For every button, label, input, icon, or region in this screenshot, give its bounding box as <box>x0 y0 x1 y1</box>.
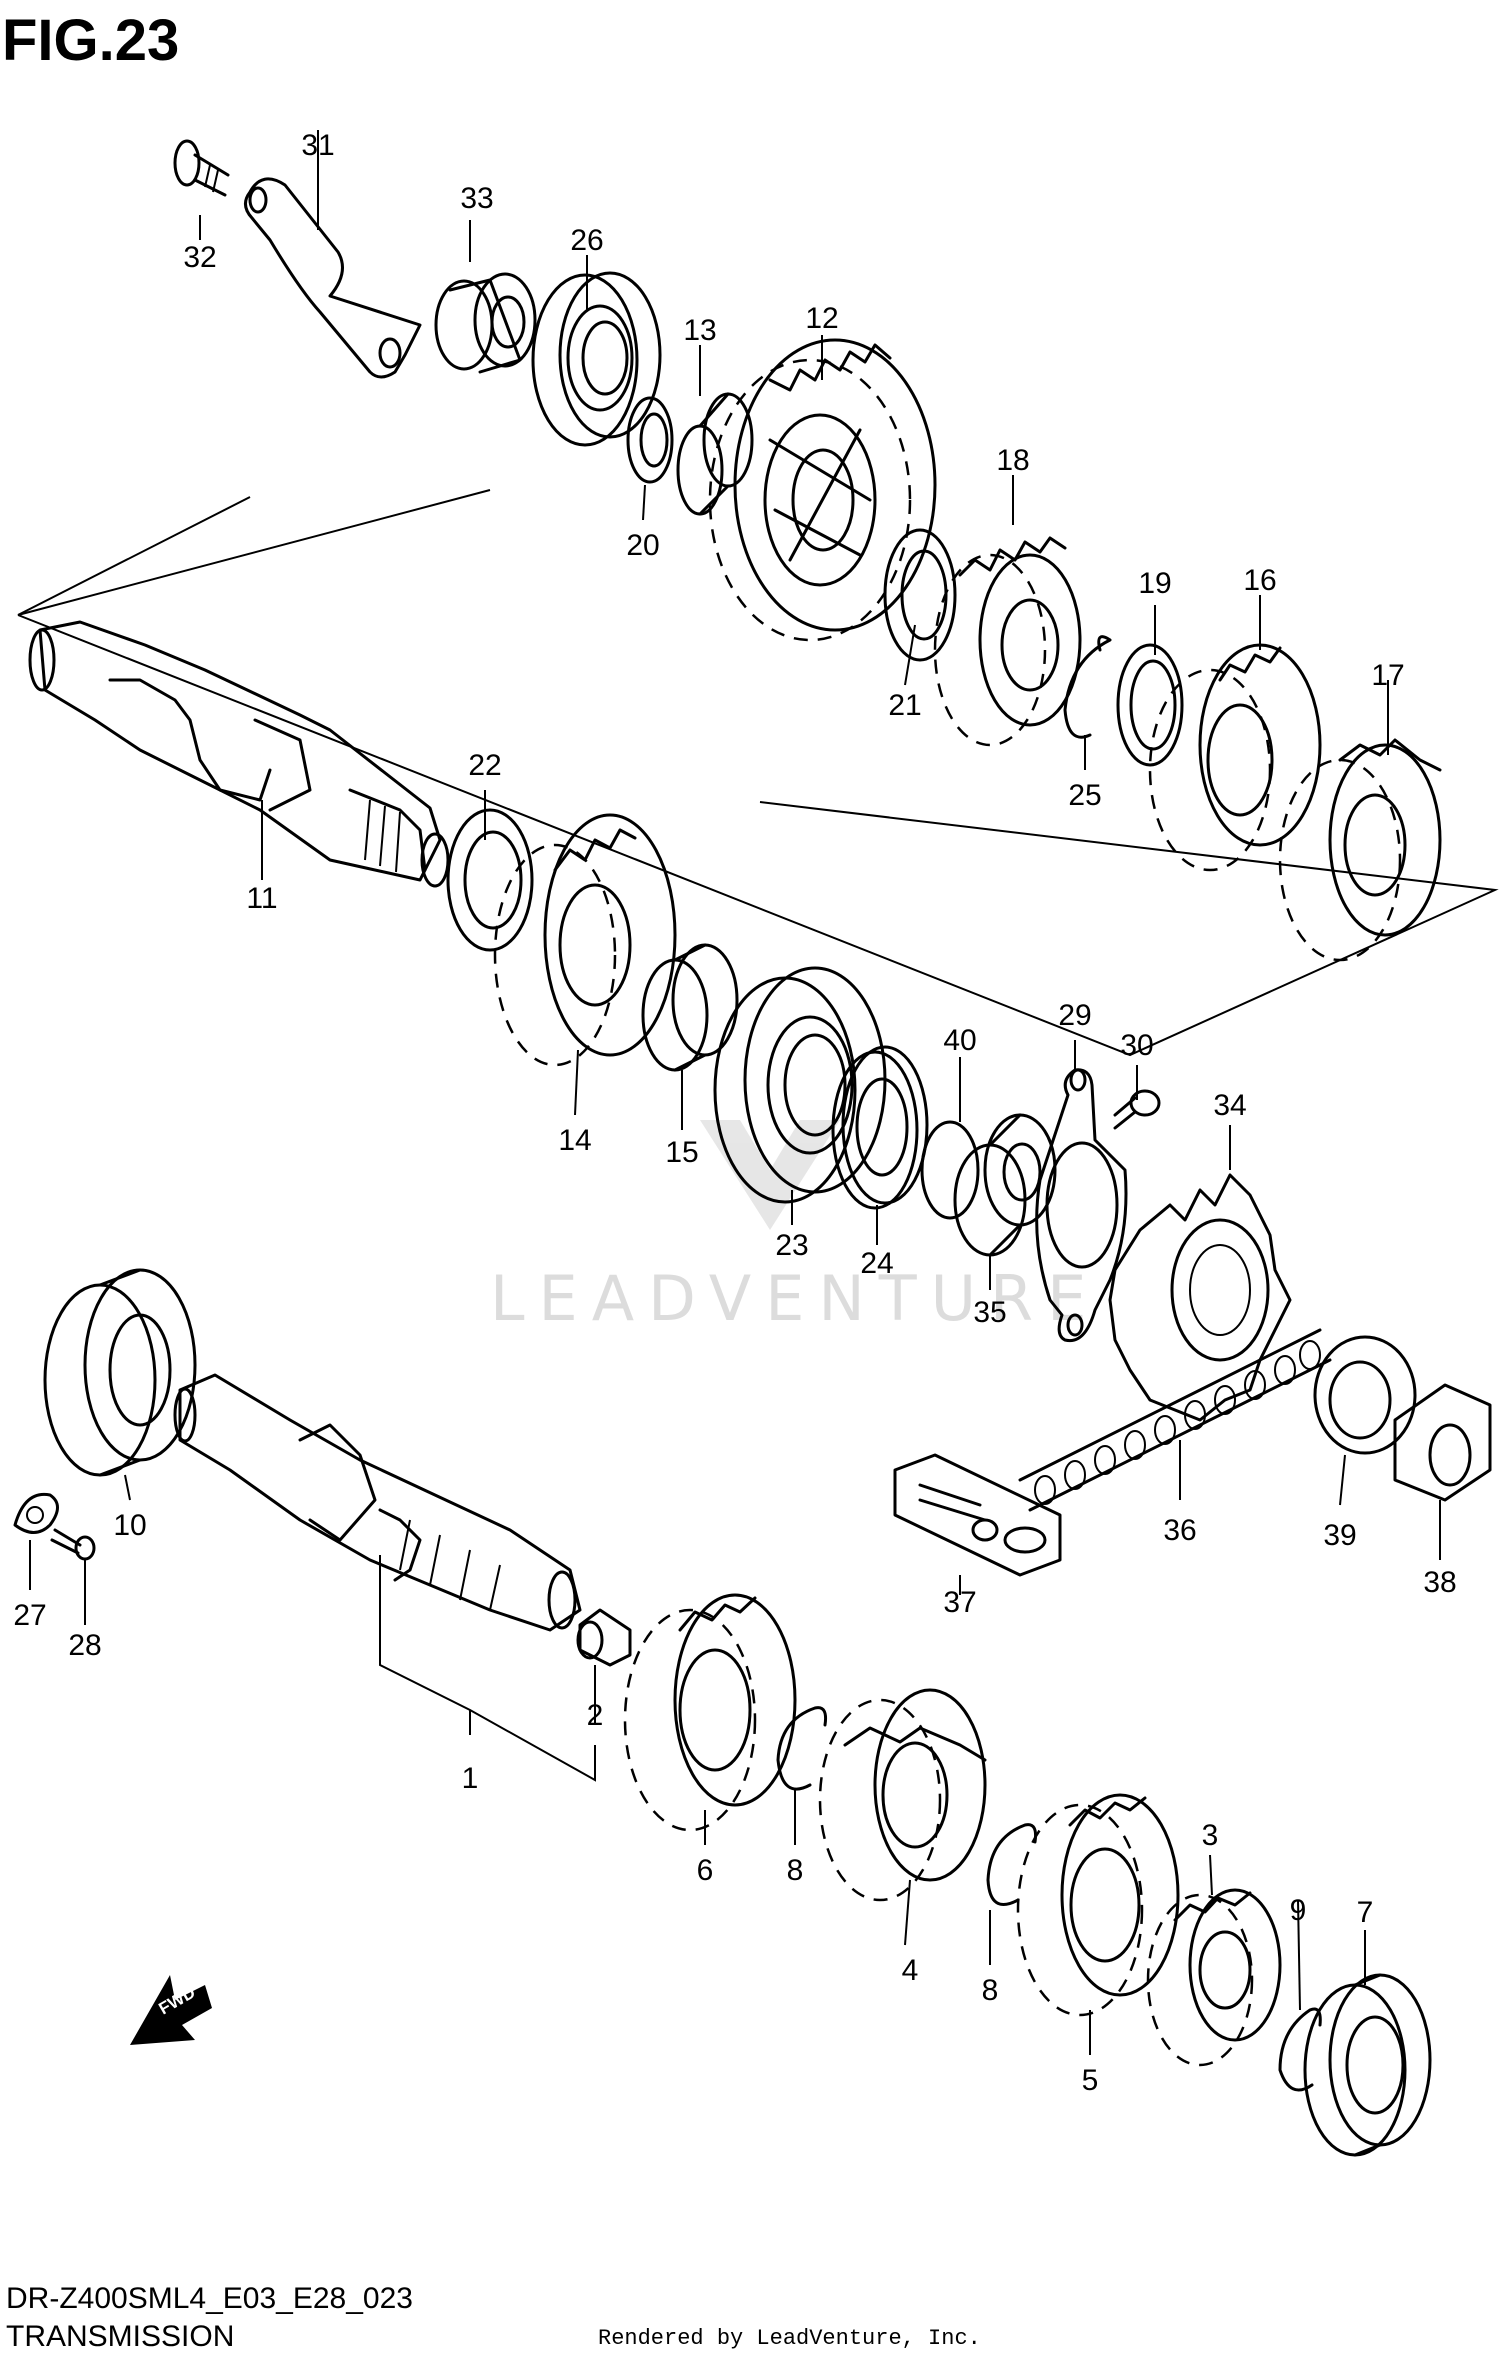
part-24-oil-seal <box>831 1045 929 1210</box>
callout-19: 19 <box>1138 567 1171 600</box>
group-outline-top <box>17 496 251 616</box>
callout-3: 3 <box>1202 1819 1219 1852</box>
figure-code: DR-Z400SML4_E03_E28_023 <box>6 2282 413 2315</box>
callout-27: 27 <box>13 1599 46 1632</box>
part-6-gear <box>623 1593 797 1832</box>
callout-26: 26 <box>570 224 603 257</box>
callout-39: 39 <box>1323 1519 1356 1552</box>
callout-38: 38 <box>1423 1566 1456 1599</box>
part-34-drive-sprocket <box>1108 1173 1292 1422</box>
callout-1: 1 <box>462 1762 479 1795</box>
part-8-circlip-lower <box>986 1823 1037 1906</box>
callout-13: 13 <box>683 314 716 347</box>
part-38-nut <box>1393 1383 1492 1502</box>
callout-7: 7 <box>1357 1896 1374 1929</box>
callout-15: 15 <box>665 1136 698 1169</box>
rendered-by-credit: Rendered by LeadVenture, Inc. <box>598 2326 981 2351</box>
part-39-lock-washer <box>1313 1335 1417 1455</box>
callout-11: 11 <box>246 882 277 915</box>
callout-40: 40 <box>943 1024 976 1057</box>
part-16-gear <box>1148 643 1322 872</box>
part-28-screw <box>50 1528 96 1561</box>
part-4-gear <box>818 1688 987 1902</box>
part-29-sprocket-plate <box>1035 1068 1128 1343</box>
part-30-bolt <box>1113 1089 1161 1130</box>
callout-14: 14 <box>558 1124 591 1157</box>
forward-direction-arrow-icon: FWD <box>130 1975 212 2045</box>
callout-5: 5 <box>1082 2064 1099 2097</box>
part-33-bushing <box>434 272 537 374</box>
figure-title: FIG.23 <box>2 8 179 73</box>
part-11-countershaft <box>28 620 450 888</box>
callout-22: 22 <box>468 749 501 782</box>
callout-12: 12 <box>805 302 838 335</box>
callout-2: 2 <box>587 1699 604 1732</box>
callout-labels: 1 2 3 4 5 6 7 8 8 9 10 11 12 13 14 15 16… <box>13 129 1456 2097</box>
callout-23: 23 <box>775 1229 808 1262</box>
part-15-bush <box>641 943 739 1072</box>
part-2-bush <box>576 1608 632 1667</box>
callout-17: 17 <box>1371 659 1404 692</box>
part-31-shift-arm <box>244 177 422 379</box>
leader-lines <box>29 130 1441 2055</box>
callout-21: 21 <box>888 689 921 722</box>
callout-35: 35 <box>973 1296 1006 1329</box>
part-7-bearing <box>1303 1973 1432 2157</box>
leadventure-watermark: LEADVENTURE <box>490 1120 1100 1335</box>
part-3-gear <box>1146 1888 1282 2067</box>
callout-20: 20 <box>626 529 659 562</box>
callout-36: 36 <box>1163 1514 1196 1547</box>
part-17-gear <box>1278 738 1442 962</box>
part-27-cam-plate <box>13 1492 59 1534</box>
callout-10: 10 <box>113 1509 146 1542</box>
part-1-main-shaft <box>173 1373 582 1632</box>
callout-34: 34 <box>1213 1089 1246 1122</box>
figure-name: TRANSMISSION <box>6 2320 234 2353</box>
callout-8b: 8 <box>982 1974 999 2007</box>
callout-6: 6 <box>697 1854 714 1887</box>
part-18-gear <box>933 536 1082 747</box>
part-35-spacer <box>953 1113 1057 1257</box>
part-12-gear <box>708 338 937 642</box>
callout-33: 33 <box>460 182 493 215</box>
part-19-washer <box>1116 643 1184 767</box>
callout-31: 31 <box>301 129 334 162</box>
part-37-chain-joint <box>893 1453 1062 1577</box>
callout-9: 9 <box>1290 1894 1307 1927</box>
callout-28: 28 <box>68 1629 101 1662</box>
part-22-washer <box>446 808 534 952</box>
callout-4: 4 <box>902 1954 919 1987</box>
callout-32: 32 <box>183 241 216 274</box>
callout-18: 18 <box>996 444 1029 477</box>
part-5-gear <box>1016 1793 1180 2017</box>
callout-16: 16 <box>1243 564 1276 597</box>
callout-8a: 8 <box>787 1854 804 1887</box>
part-25-circlip <box>1063 635 1112 739</box>
part-20-washer <box>626 396 674 484</box>
callout-37: 37 <box>943 1586 976 1619</box>
part-32-bolt <box>173 139 230 197</box>
callout-29: 29 <box>1058 999 1091 1032</box>
part-14-gear <box>493 813 677 1067</box>
part-40-o-ring <box>920 1120 980 1220</box>
callout-30: 30 <box>1120 1029 1153 1062</box>
callout-25: 25 <box>1068 779 1101 812</box>
part-13-bush <box>676 392 754 516</box>
part-10-bearing <box>43 1268 197 1477</box>
callout-24: 24 <box>860 1247 893 1280</box>
part-8-circlip-upper <box>776 1706 827 1791</box>
part-36-drive-chain <box>1018 1328 1332 1512</box>
watermark-text: LEADVENTURE <box>490 1262 1100 1335</box>
part-26-bearing <box>531 271 662 447</box>
